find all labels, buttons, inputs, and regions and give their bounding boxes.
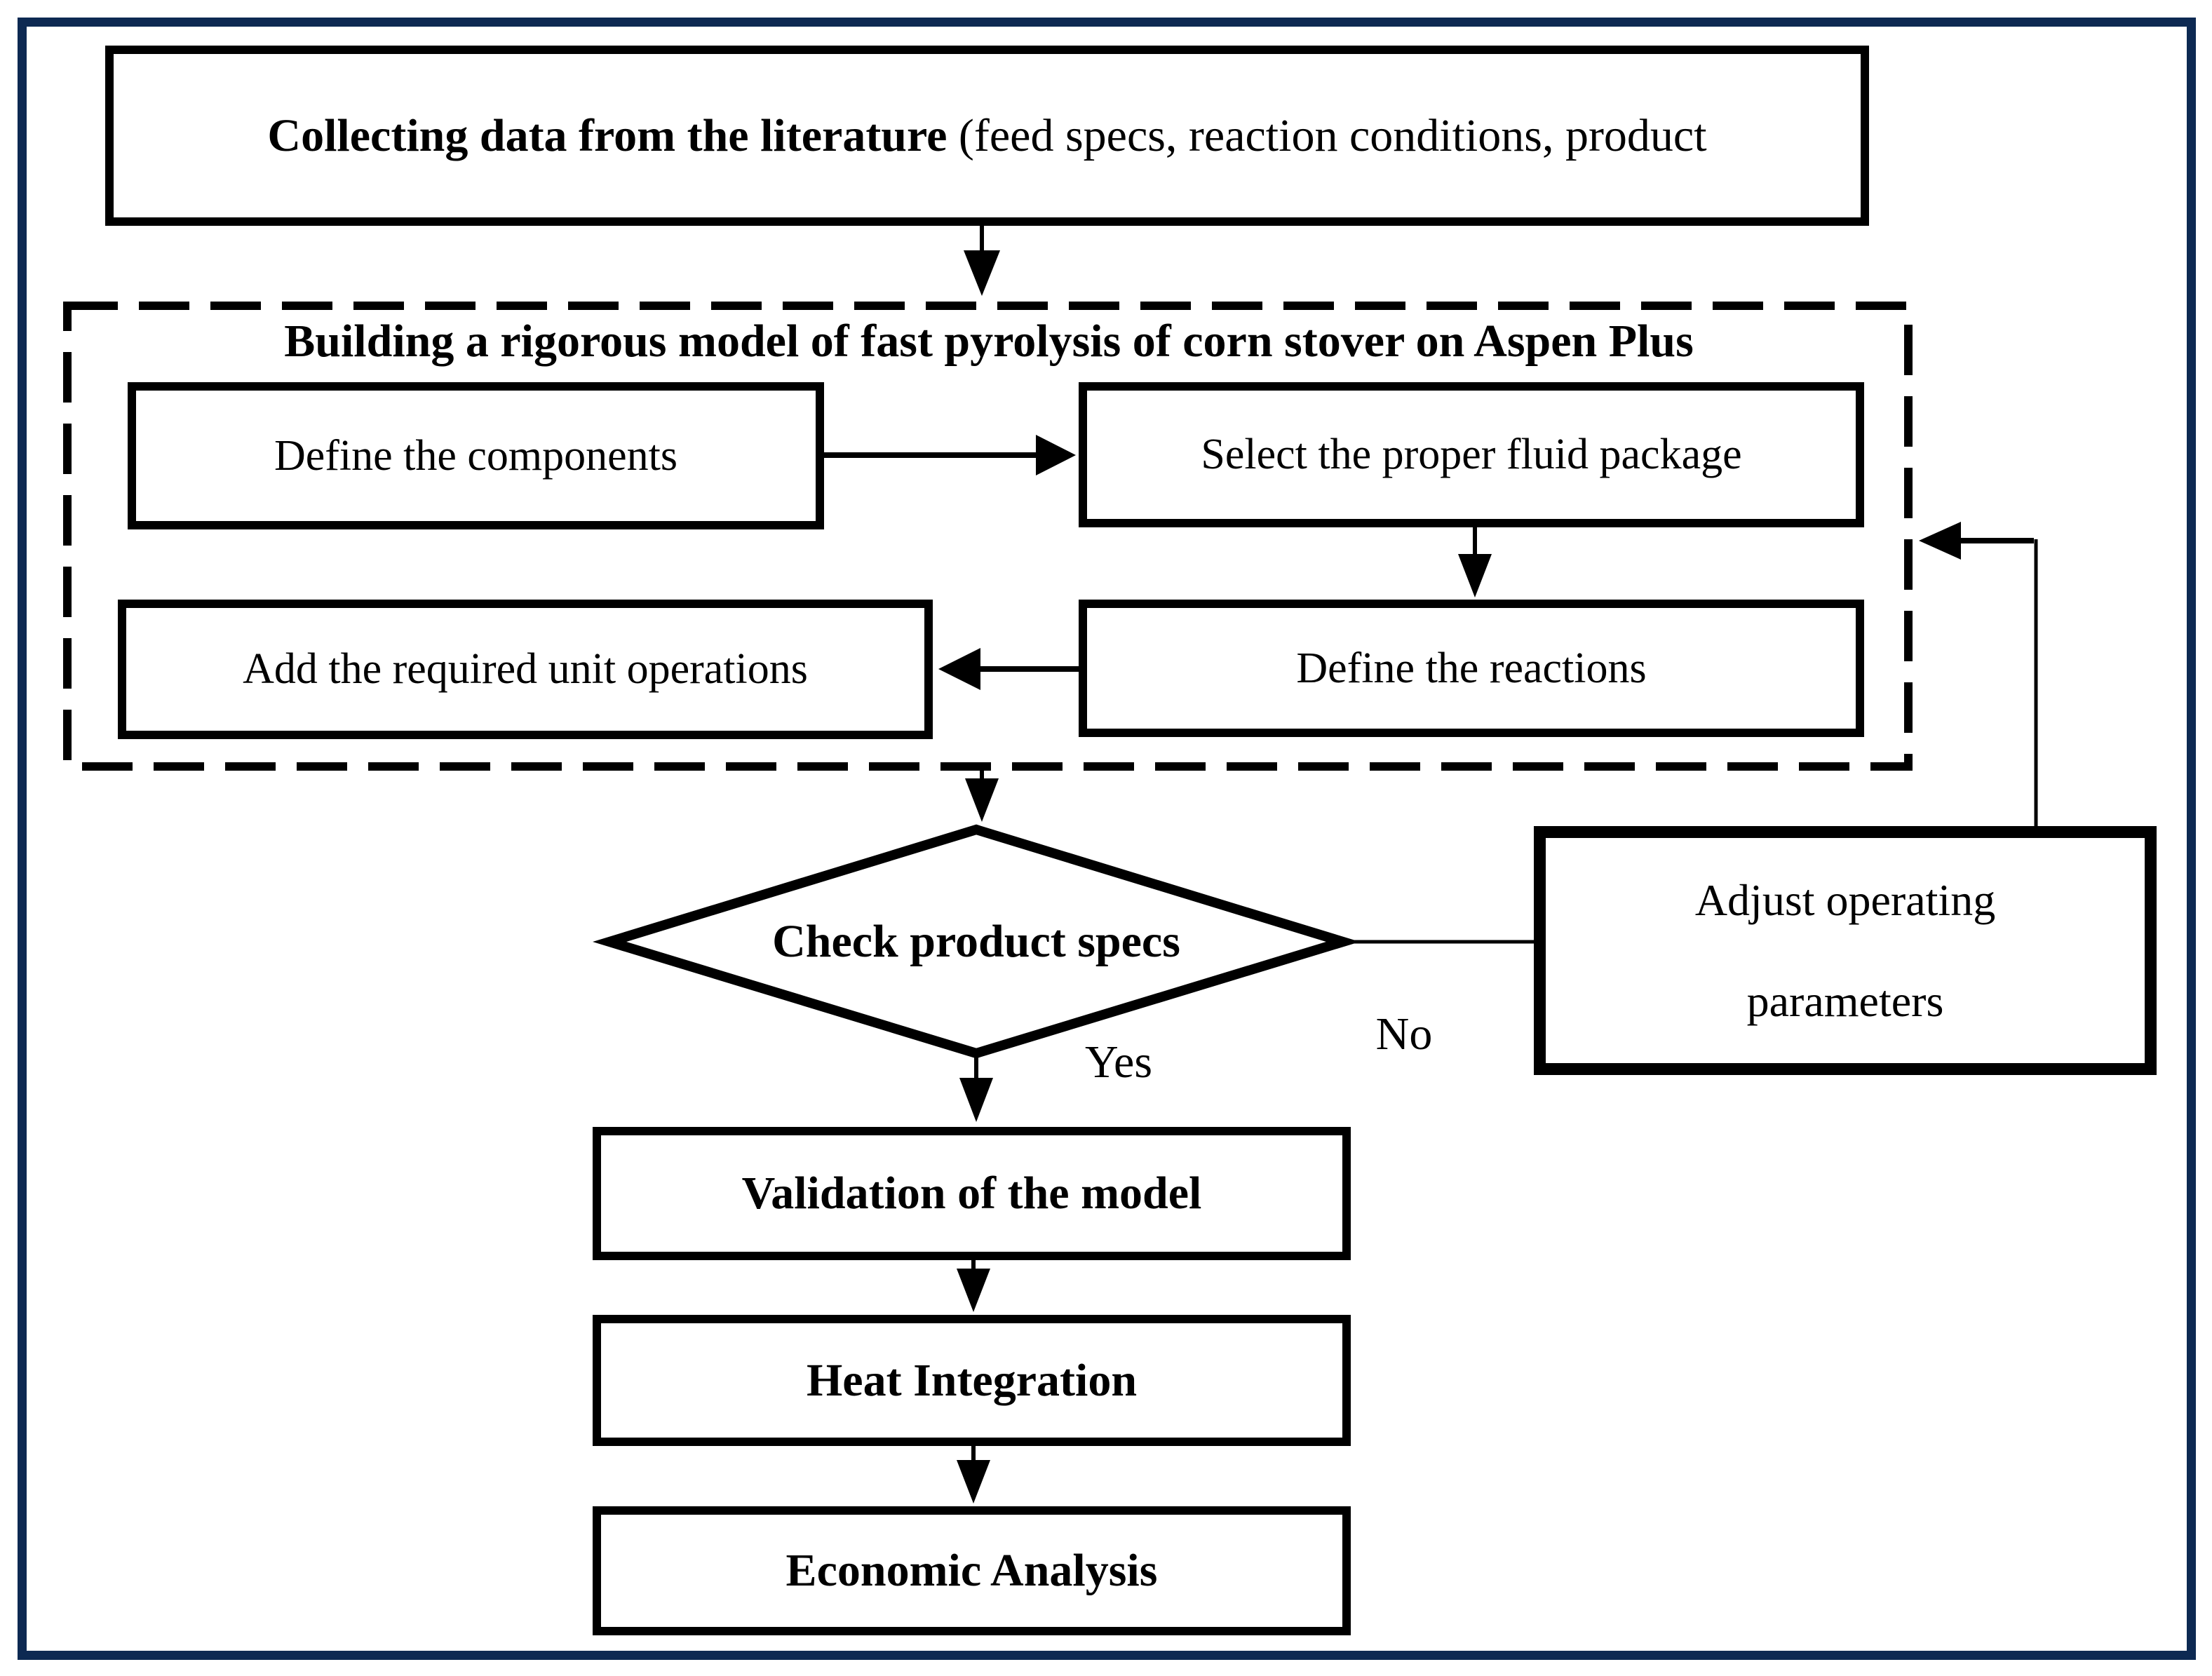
arrow-heat-to-economic: [957, 1446, 990, 1503]
arrow-validation-to-heat: [957, 1260, 990, 1312]
feedback-connector: [1919, 522, 2038, 827]
yes-edge-label: Yes: [1084, 1036, 1153, 1088]
adjust-parameters-line2: parameters: [1746, 975, 1944, 1026]
adjust-parameters-line1: Adjust operating: [1694, 874, 1996, 925]
economic-analysis-label: Economic Analysis: [785, 1545, 1158, 1596]
arrow-fluid-to-reactions: [1458, 527, 1492, 597]
decision-label: Check product specs: [772, 916, 1180, 967]
arrow-collect-to-building: [964, 226, 1000, 296]
validation-label: Validation of the model: [741, 1168, 1202, 1219]
define-components-label: Define the components: [274, 431, 678, 480]
outer-frame: [18, 18, 2196, 1660]
arrow-building-to-decision: [965, 771, 999, 822]
validation-box: Validation of the model: [593, 1127, 1351, 1260]
arrow-reactions-to-units: [938, 648, 1079, 690]
no-edge-label: No: [1375, 1008, 1433, 1060]
collect-data-box: Collecting data from the literature (fee…: [105, 46, 1869, 226]
heat-integration-box: Heat Integration: [593, 1315, 1351, 1446]
select-fluid-package-label: Select the proper fluid package: [1201, 431, 1742, 478]
arrow-components-to-fluid: [824, 435, 1076, 475]
economic-analysis-box: Economic Analysis: [593, 1506, 1351, 1635]
select-fluid-package-box: Select the proper fluid package: [1079, 382, 1864, 527]
adjust-parameters-box: Adjust operating parameters: [1534, 826, 2157, 1075]
building-model-title: Building a rigorous model of fast pyroly…: [284, 316, 1694, 367]
define-reactions-label: Define the reactions: [1296, 644, 1647, 692]
arrow-yes-to-validation: [959, 1052, 993, 1122]
heat-integration-label: Heat Integration: [806, 1354, 1138, 1406]
building-model-dashed-border: [63, 302, 1913, 771]
add-unit-operations-label: Add the required unit operations: [243, 645, 808, 693]
define-reactions-box: Define the reactions: [1079, 600, 1864, 737]
add-unit-operations-box: Add the required unit operations: [118, 600, 933, 739]
define-components-box: Define the components: [128, 382, 824, 529]
collect-data-label: Collecting data from the literature (fee…: [267, 109, 1707, 161]
